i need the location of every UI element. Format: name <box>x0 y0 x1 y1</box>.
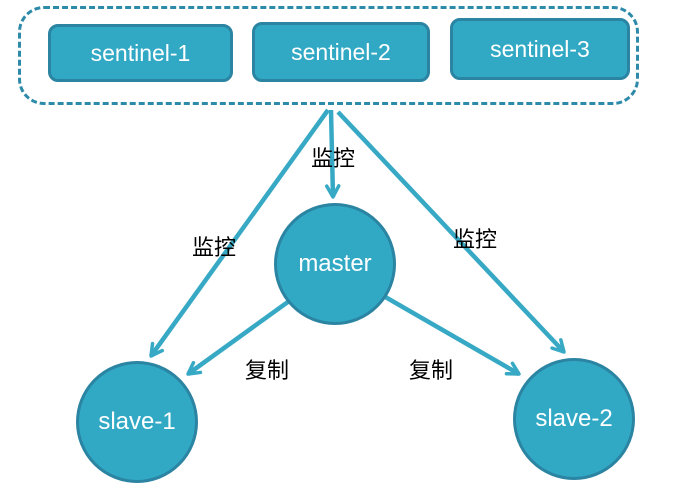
node-slave-1-label: slave-1 <box>98 408 176 435</box>
sentinel-group-container <box>18 6 639 105</box>
node-sentinel-1: sentinel-1 <box>48 24 233 82</box>
edge-sentinels-slave2-line <box>336 110 566 354</box>
node-sentinel-1-label: sentinel-1 <box>90 39 191 66</box>
node-slave-1: slave-1 <box>76 361 198 483</box>
node-sentinel-3-label: sentinel-3 <box>490 35 590 62</box>
node-sentinel-3: sentinel-3 <box>450 18 630 80</box>
node-sentinel-2-label: sentinel-2 <box>291 38 391 65</box>
node-slave-2-label: slave-2 <box>535 405 613 432</box>
edge-label-monitor-slave1: 监控 <box>191 235 237 260</box>
edge-label-replicate-slave1: 复制 <box>244 358 290 383</box>
edge-label-monitor-slave2: 监控 <box>452 227 498 252</box>
edge-label-replicate-slave2: 复制 <box>408 358 454 383</box>
node-master-label: master <box>298 250 372 277</box>
node-sentinel-2: sentinel-2 <box>252 22 430 82</box>
node-master: master <box>274 203 396 325</box>
edge-sentinels-slave1-line <box>149 108 330 358</box>
edge-label-monitor-master: 监控 <box>310 146 356 171</box>
node-slave-2: slave-2 <box>513 358 635 480</box>
edge-sentinels-master-line <box>324 109 341 199</box>
